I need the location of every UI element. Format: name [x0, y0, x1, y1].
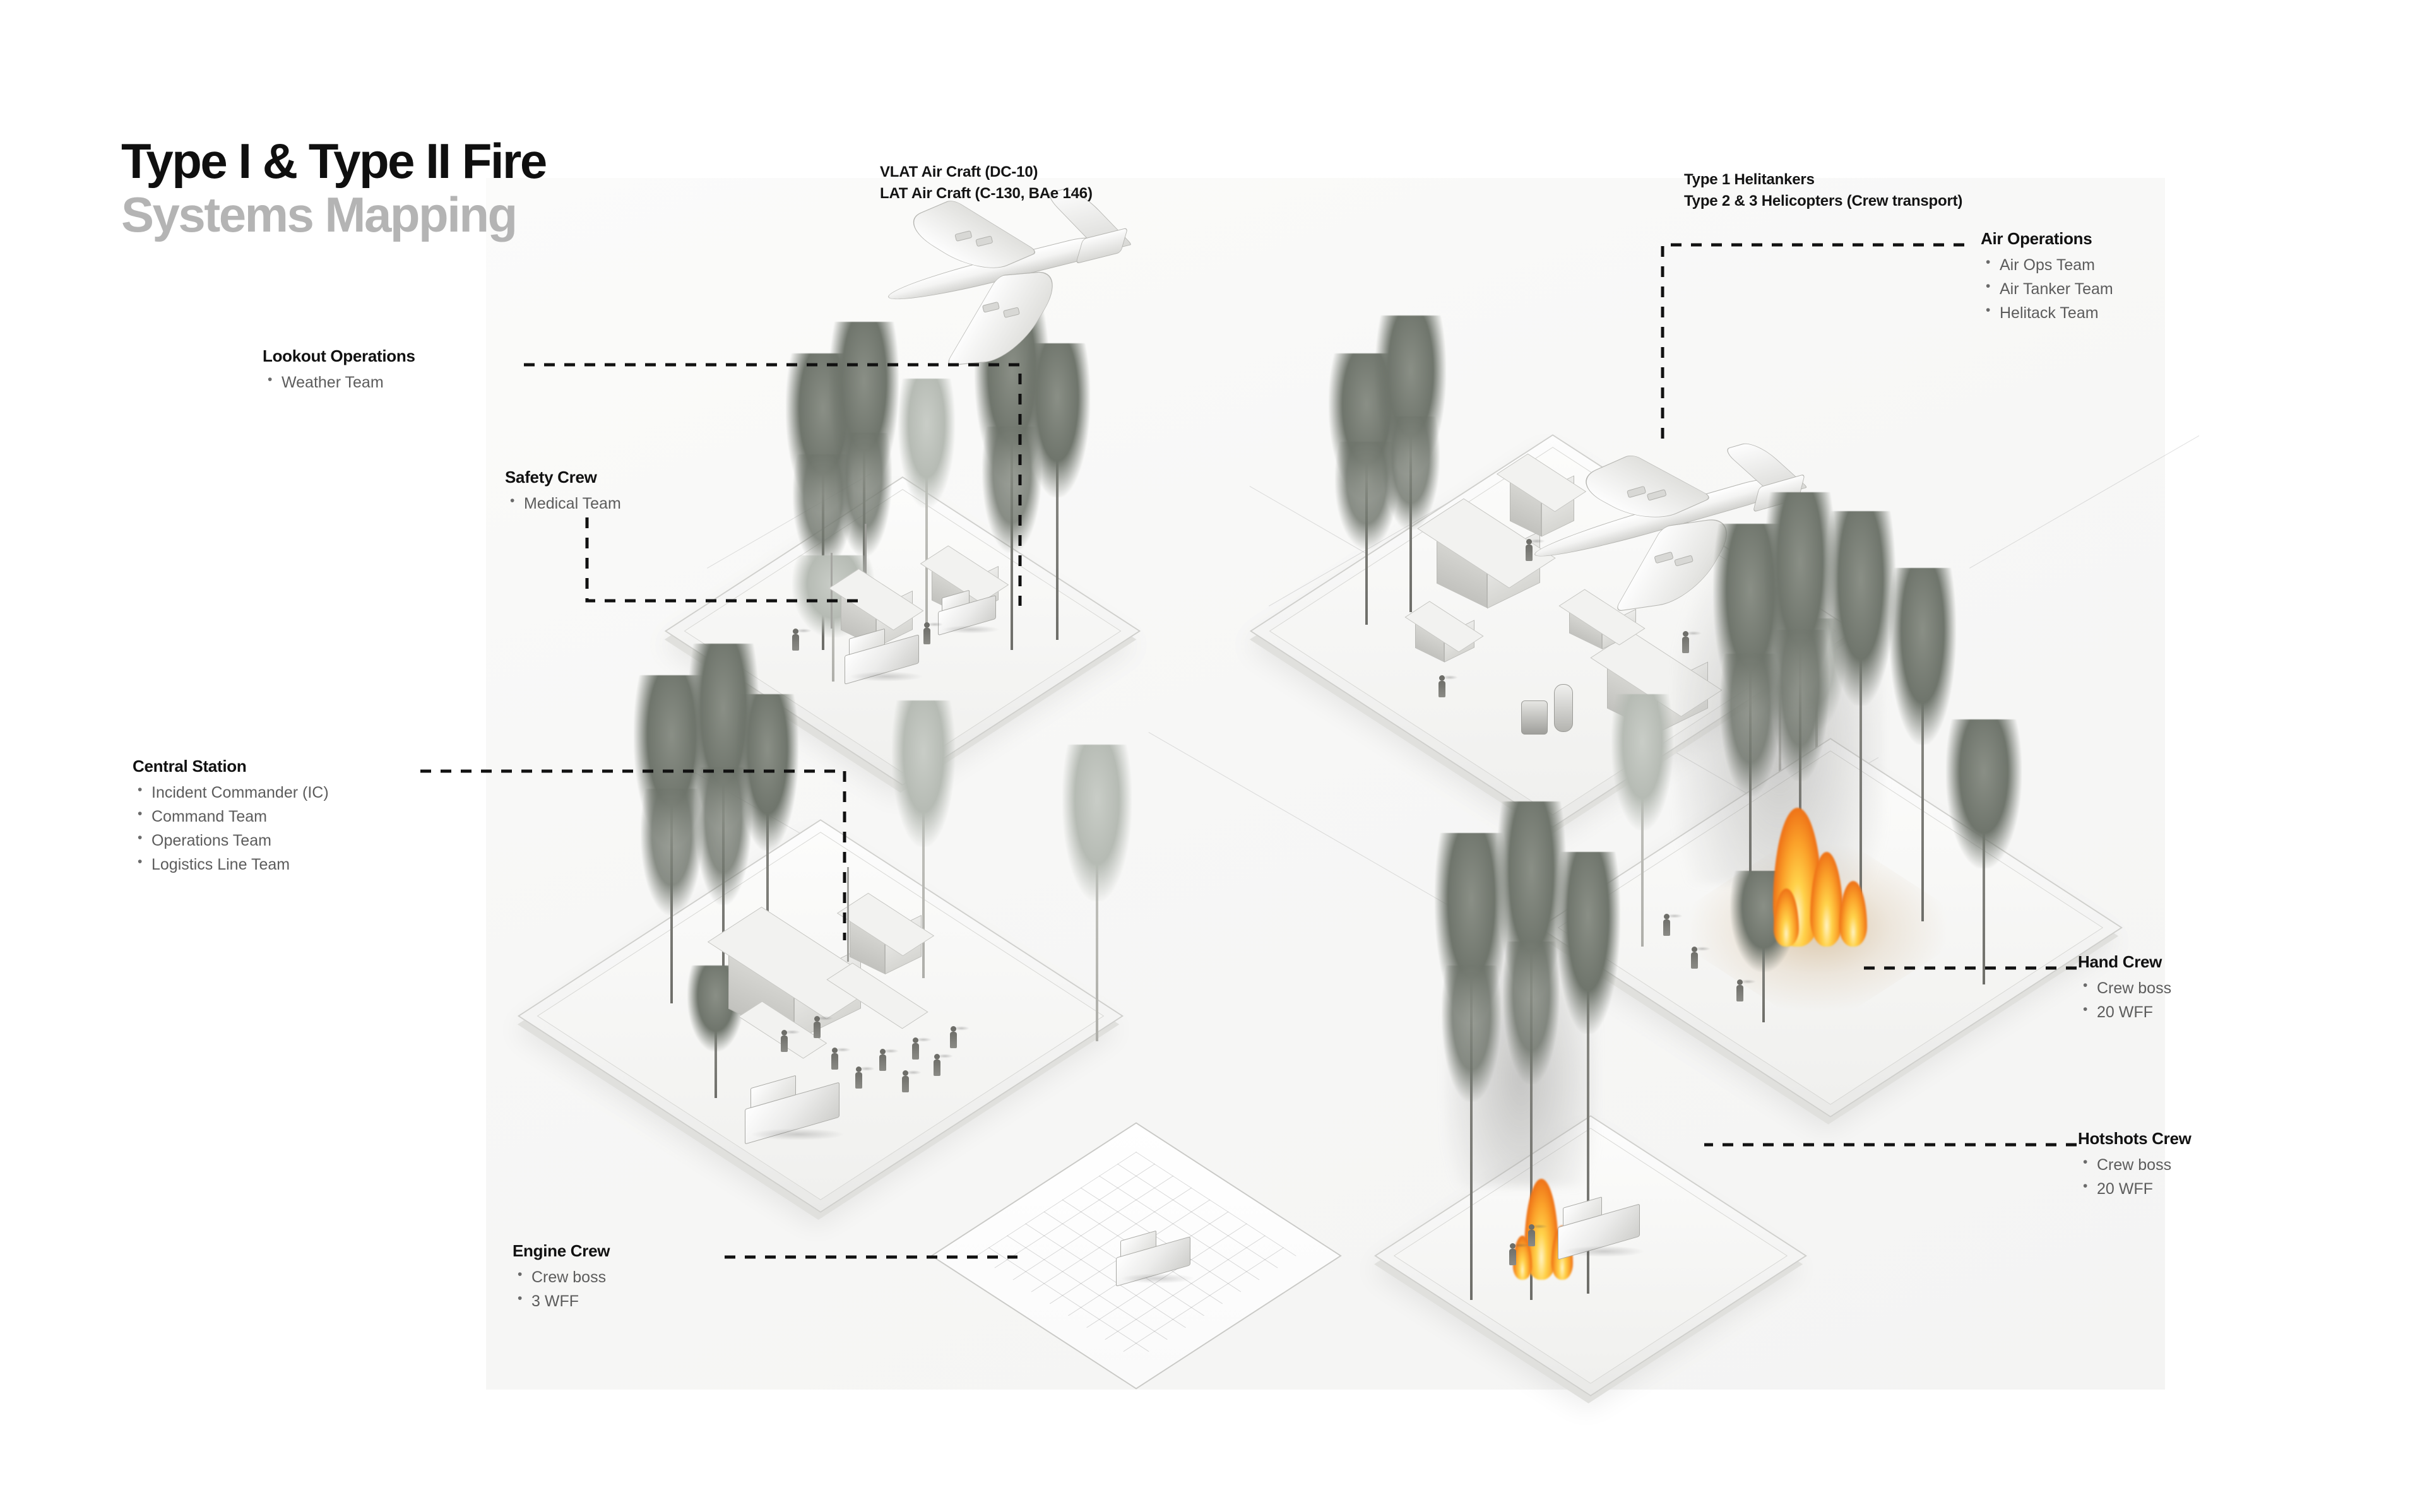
annotation-heading: Hotshots Crew: [2078, 1129, 2192, 1148]
annotation-items: Incident Commander (IC) Command Team Ope…: [133, 780, 329, 877]
annotation-central-station: Central Station Incident Commander (IC) …: [133, 756, 329, 877]
annotation-heading: Central Station: [133, 757, 247, 776]
annotation-item: Helitack Team: [1981, 300, 2113, 325]
annotation-heading: Air Operations: [1981, 229, 2092, 248]
annotation-air-operations: Air Operations Air Ops Team Air Tanker T…: [1981, 228, 2113, 325]
annotation-engine-crew: Engine Crew Crew boss 3 WFF: [513, 1241, 610, 1313]
annotation-item: 20 WFF: [2078, 1176, 2192, 1201]
annotation-item: Air Tanker Team: [1981, 276, 2113, 301]
connector-lookout-operations: [524, 363, 1022, 606]
annotation-hand-crew: Hand Crew Crew boss 20 WFF: [2078, 952, 2171, 1024]
annotation-item: Medical Team: [505, 491, 621, 516]
annotation-item: Crew boss: [2078, 1152, 2192, 1177]
annotation-lookout-operations: Lookout Operations Weather Team: [263, 346, 415, 394]
annotation-items: Crew boss 3 WFF: [513, 1265, 610, 1313]
annotation-item: Incident Commander (IC): [133, 780, 329, 805]
annotation-item: Crew boss: [2078, 976, 2171, 1000]
annotation-item: 20 WFF: [2078, 1000, 2171, 1024]
annotation-item: 3 WFF: [513, 1289, 610, 1313]
connector-central-station: [420, 769, 846, 940]
command-pickup: [745, 1075, 845, 1145]
annotation-items: Crew boss 20 WFF: [2078, 976, 2171, 1024]
utility-truck: [845, 628, 924, 685]
annotation-item: Logistics Line Team: [133, 852, 329, 877]
annotation-item: Operations Team: [133, 828, 329, 853]
engine-truck: [1116, 1230, 1195, 1287]
hotshot-buggy: [1558, 1196, 1645, 1260]
annotation-heading: Hand Crew: [2078, 952, 2162, 971]
caption-aircraft-line-1: VLAT Air Craft (DC-10): [880, 163, 1038, 180]
annotation-items: Medical Team: [505, 491, 621, 516]
connector-safety-crew-l: [585, 517, 866, 603]
annotation-safety-crew: Safety Crew Medical Team: [505, 467, 621, 516]
annotation-heading: Safety Crew: [505, 468, 597, 487]
title-line-1: Type I & Type II Fire: [121, 133, 547, 189]
annotation-items: Air Ops Team Air Tanker Team Helitack Te…: [1981, 252, 2113, 325]
annotation-heading: Engine Crew: [513, 1241, 610, 1260]
annotation-item: Crew boss: [513, 1265, 610, 1289]
annotation-items: Crew boss 20 WFF: [2078, 1152, 2192, 1201]
caption-aircraft-line-2: LAT Air Craft (C-130, BAe 146): [880, 185, 1093, 203]
caption-aircraft: VLAT Air Craft (DC-10) LAT Air Craft (C-…: [880, 162, 1093, 204]
annotation-heading: Lookout Operations: [263, 346, 415, 365]
annotation-hotshots-crew: Hotshots Crew Crew boss 20 WFF: [2078, 1128, 2192, 1201]
title-line-2: Systems Mapping: [121, 187, 518, 242]
page-title: Type I & Type II Fire Systems Mapping: [121, 133, 547, 242]
annotation-item: Weather Team: [263, 370, 415, 394]
caption-helicopters-line-1: Type 1 Helitankers: [1684, 171, 1815, 188]
flagpole: [847, 867, 849, 962]
annotation-item: Command Team: [133, 804, 329, 829]
annotation-item: Air Ops Team: [1981, 252, 2113, 277]
fuel-tank: [1554, 684, 1573, 732]
scene-engine-crew: [930, 1111, 1401, 1401]
caption-helicopters-line-2: Type 2 & 3 Helicopters (Crew transport): [1684, 192, 1963, 210]
fuel-tank: [1521, 700, 1548, 735]
supply-truck: [938, 589, 1000, 636]
annotation-items: Weather Team: [263, 370, 415, 394]
connector-air-operations: [1661, 243, 1964, 442]
caption-helicopters: Type 1 Helitankers Type 2 & 3 Helicopter…: [1684, 169, 1962, 212]
